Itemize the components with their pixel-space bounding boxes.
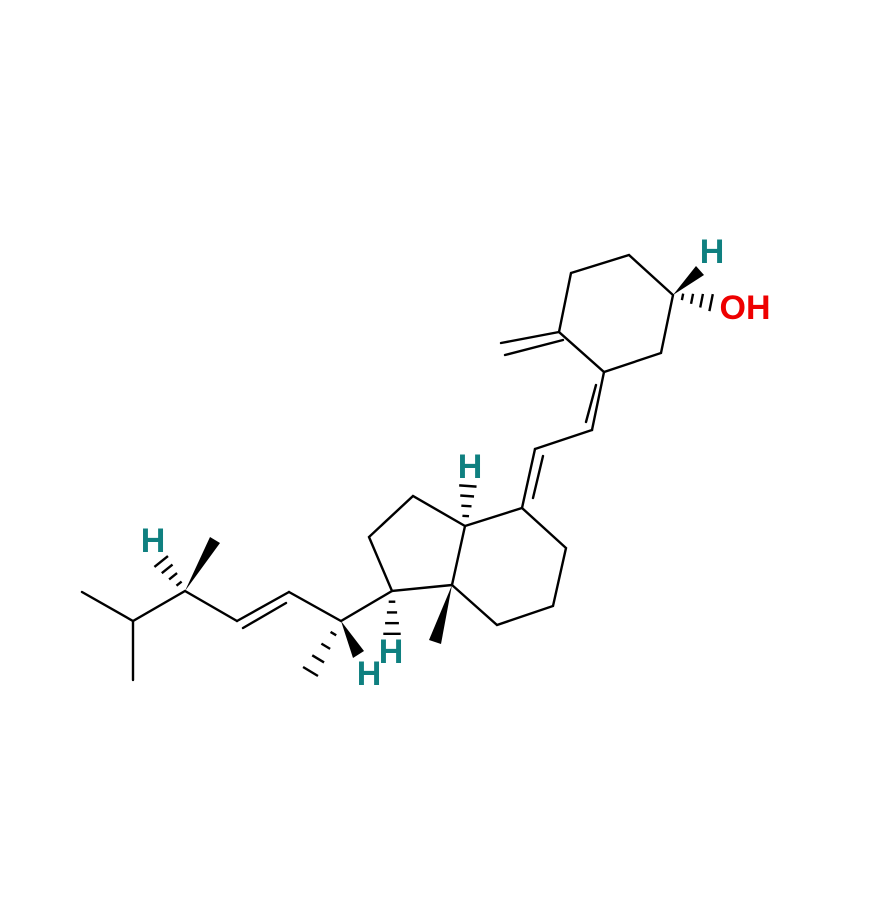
double-bond bbox=[584, 383, 598, 424]
hash-segment bbox=[329, 630, 337, 637]
hash-segment bbox=[461, 504, 472, 508]
hash-segment bbox=[153, 555, 169, 568]
wedge-bond bbox=[185, 537, 220, 591]
side-chain bbox=[287, 589, 394, 623]
hash-segment bbox=[708, 293, 714, 312]
side-chain bbox=[80, 589, 239, 623]
hydrogen-label: H bbox=[141, 522, 166, 560]
single-bonds bbox=[80, 253, 675, 682]
hash-segment bbox=[459, 484, 477, 488]
wedge-bond bbox=[341, 621, 364, 658]
hash-segment bbox=[689, 293, 695, 305]
hydrogen-label: H bbox=[700, 233, 725, 271]
double-bond bbox=[590, 370, 606, 432]
hash-segment bbox=[699, 293, 705, 308]
hashed-bonds bbox=[153, 293, 714, 678]
double-bonds bbox=[235, 330, 606, 630]
hydrogen-label: H bbox=[379, 633, 404, 671]
double-bond bbox=[241, 601, 288, 630]
ring-d bbox=[367, 494, 467, 593]
hydroxyl-label: OH bbox=[720, 289, 771, 327]
wedge-bond bbox=[673, 266, 704, 295]
bond bbox=[533, 428, 594, 451]
hash-segment bbox=[302, 665, 319, 678]
hydrogen-label: H bbox=[357, 655, 382, 693]
hash-segment bbox=[161, 563, 174, 575]
double-bond bbox=[235, 590, 291, 623]
hash-segment bbox=[311, 654, 325, 664]
atom-labels: H OH H H H H bbox=[141, 233, 771, 693]
hash-segment bbox=[320, 642, 331, 650]
double-bond bbox=[531, 454, 545, 500]
hydrogen-label: H bbox=[458, 448, 483, 486]
hash-segment bbox=[168, 572, 178, 581]
methylene-double-bond bbox=[499, 330, 561, 345]
ring-a bbox=[557, 253, 675, 374]
ring-c bbox=[450, 506, 568, 627]
wedge-bonds bbox=[185, 266, 704, 658]
hash-segment bbox=[680, 293, 685, 301]
double-bond bbox=[520, 447, 537, 510]
wedge-bond bbox=[429, 585, 452, 644]
hash-segment bbox=[175, 580, 183, 587]
methylene-double-bond bbox=[503, 338, 565, 357]
hash-segment bbox=[460, 494, 475, 498]
